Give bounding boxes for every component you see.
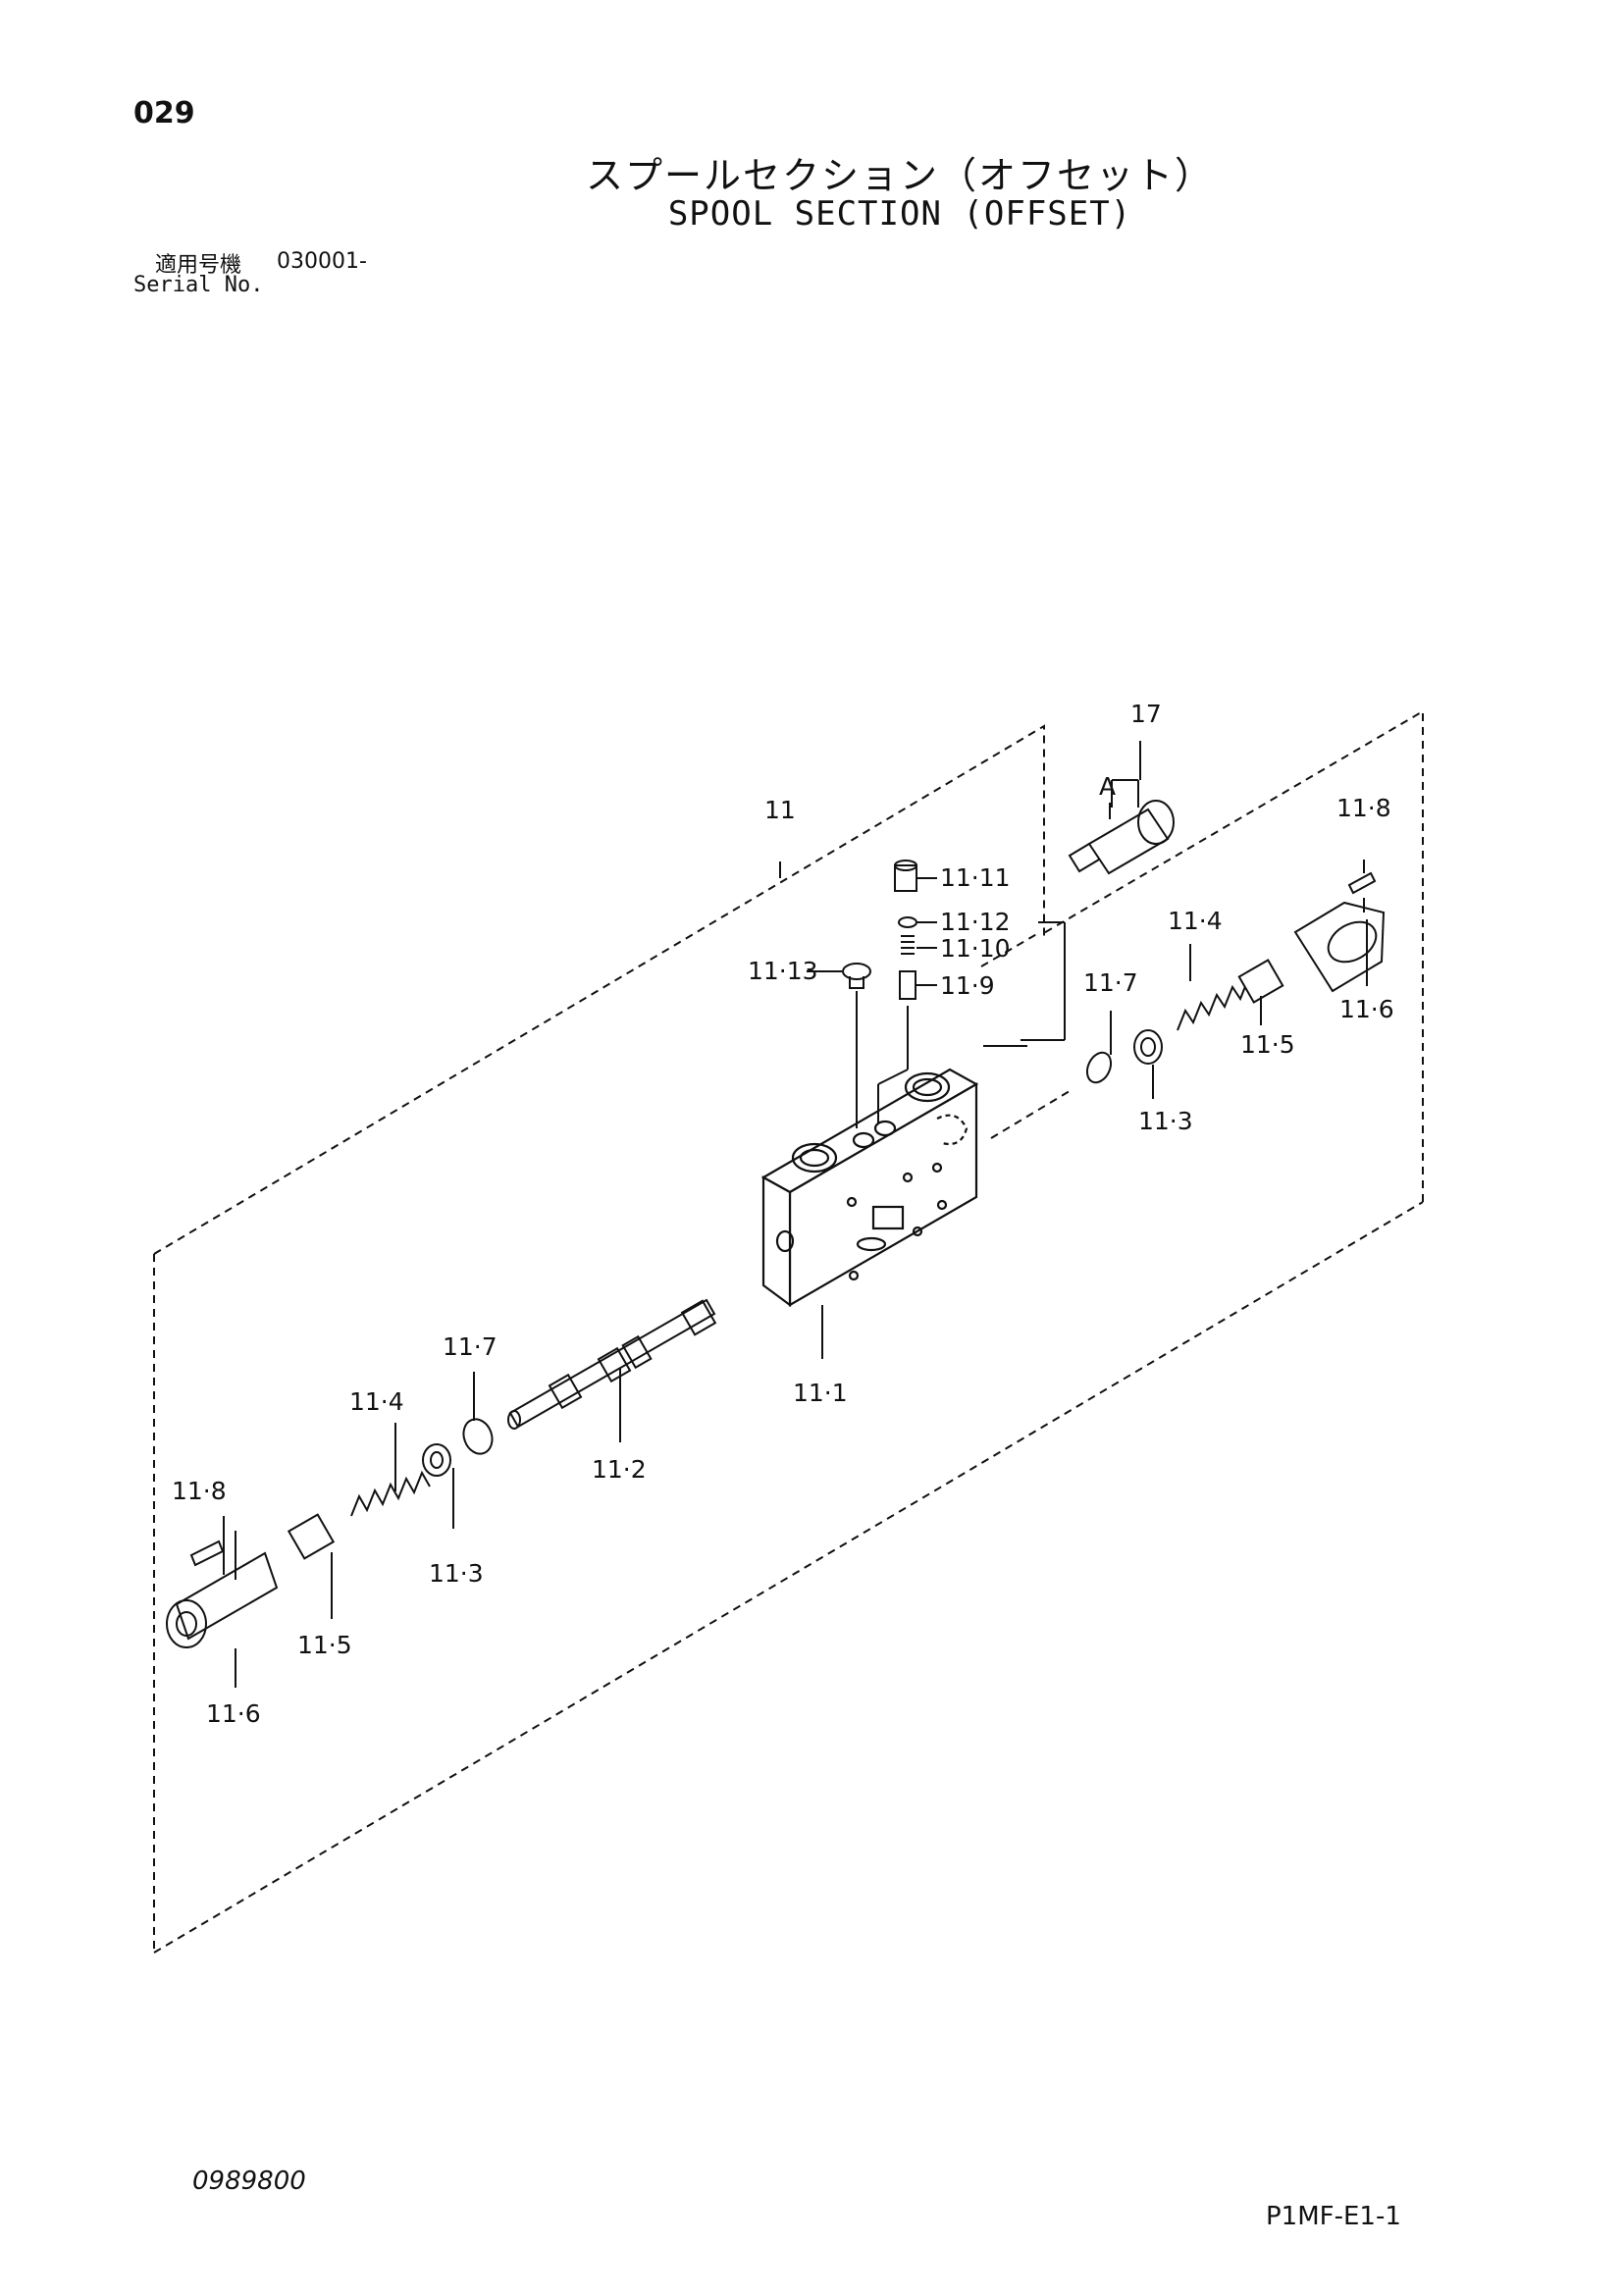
callout-labels: 11 17 A 11·11 11·12 11·10 11·9 11·13 11·…	[172, 700, 1394, 1728]
sheet-code: P1MF-E1-1	[1266, 2202, 1401, 2231]
serial-label-english: Serial No.	[133, 273, 264, 297]
callout-11-2: 11·2	[592, 1455, 647, 1484]
callout-11-3-right: 11·3	[1138, 1107, 1193, 1135]
serial-label-japanese: 適用号機	[155, 253, 242, 278]
valve-body-part	[760, 1068, 979, 1308]
callout-11-8-right: 11·8	[1336, 794, 1391, 822]
document-code: 0989800	[192, 2166, 306, 2196]
serial-value: 030001-	[277, 249, 367, 274]
callout-11-4-left: 11·4	[349, 1387, 404, 1416]
callout-A: A	[1099, 772, 1116, 801]
page-number: 029	[133, 96, 195, 130]
callout-11-6-right: 11·6	[1339, 995, 1394, 1023]
title-japanese: スプールセクション（オフセット）	[585, 154, 1214, 197]
spool-part	[507, 1298, 717, 1430]
callout-11-3-left: 11·3	[429, 1559, 484, 1588]
callout-11-6-left: 11·6	[206, 1699, 261, 1728]
callout-11-5-left: 11·5	[297, 1631, 352, 1659]
callout-11-9: 11·9	[940, 971, 995, 1000]
callout-11-11: 11·11	[940, 863, 1011, 892]
callout-11-5-right: 11·5	[1240, 1030, 1295, 1059]
leader-lines	[223, 741, 1368, 1688]
callout-11-10: 11·10	[940, 934, 1011, 963]
callout-17: 17	[1130, 700, 1162, 728]
callout-11: 11	[764, 796, 796, 824]
assembly-boundary	[153, 709, 1424, 1954]
right-side-parts	[1085, 871, 1386, 1084]
callout-11-8-left: 11·8	[172, 1477, 227, 1505]
callout-11-7-left: 11·7	[443, 1332, 497, 1361]
left-side-parts	[166, 1418, 494, 1648]
callout-11-4-right: 11·4	[1168, 907, 1223, 935]
callout-11-12: 11·12	[940, 908, 1011, 936]
callout-11-1: 11·1	[793, 1379, 848, 1407]
callout-11-13: 11·13	[748, 957, 818, 985]
callout-11-7-right: 11·7	[1083, 968, 1138, 997]
title-english: SPOOL SECTION (OFFSET)	[667, 194, 1132, 234]
top-parts	[842, 779, 1175, 1128]
